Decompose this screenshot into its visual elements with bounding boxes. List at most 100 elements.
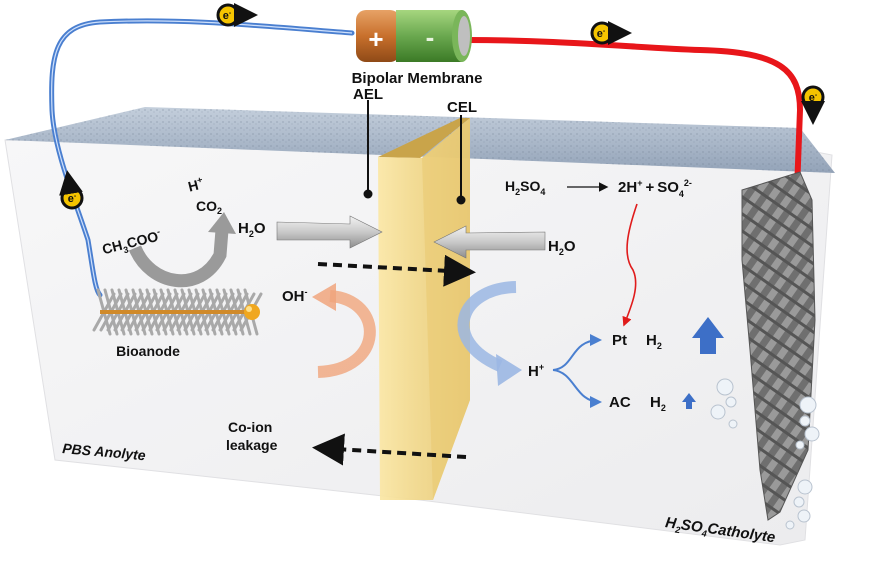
ac-h2-small-arrow bbox=[682, 393, 696, 409]
pt-h2-large-arrow bbox=[692, 317, 724, 354]
acetate-oxidation-arrow bbox=[128, 229, 229, 288]
bioanode-bristle bbox=[148, 310, 162, 332]
bioanode-bristle bbox=[208, 288, 218, 314]
hydroxide-arrowhead bbox=[312, 283, 336, 311]
bioanode-bristle bbox=[127, 310, 141, 332]
electron-marker-top-right: e- bbox=[590, 21, 632, 45]
h-plus-anode-label: H+ bbox=[186, 174, 205, 194]
bioanode-bristle bbox=[96, 288, 106, 314]
ael-label: AEL bbox=[353, 86, 383, 103]
hydrogen-bubble bbox=[797, 479, 813, 495]
coion-leakage-arrow bbox=[312, 433, 467, 466]
battery-negative-symbol: - bbox=[426, 22, 435, 52]
membrane-top-edge bbox=[378, 118, 470, 158]
ac-catalyst-label: AC bbox=[609, 394, 631, 411]
bioanode-label: Bioanode bbox=[116, 343, 180, 359]
hydroxide-curved-arrow bbox=[317, 290, 376, 378]
acetate-oxidation-arrowhead bbox=[208, 212, 236, 234]
electron-marker-cathode-down: e- bbox=[801, 85, 825, 125]
bioanode-bristle bbox=[162, 310, 176, 332]
hydrogen-bubble bbox=[797, 509, 811, 523]
bioanode-bristle bbox=[131, 288, 141, 314]
membrane-side-face bbox=[422, 118, 470, 500]
bioanode-bristle bbox=[103, 288, 113, 314]
svg-text:CH3COO-: CH3COO- bbox=[100, 226, 163, 260]
bipolar-membrane-title: Bipolar Membrane bbox=[352, 70, 483, 87]
proton-arrowhead bbox=[496, 354, 522, 386]
bioanode-bristle bbox=[155, 310, 169, 332]
svg-text:e-: e- bbox=[809, 92, 818, 104]
svg-text:e-: e- bbox=[597, 28, 606, 40]
bioanode-bristle bbox=[211, 310, 225, 332]
hydrogen-bubble bbox=[793, 496, 805, 508]
hydroxide-label: OH- bbox=[282, 287, 308, 305]
bioanode-bristle bbox=[117, 288, 127, 314]
pt-catalyst-label: Pt bbox=[612, 332, 627, 349]
proton-branch-to-pt bbox=[552, 334, 602, 371]
bioanode-bristle bbox=[152, 288, 162, 314]
bioanode-bristle bbox=[201, 288, 211, 314]
water-arrow-cathode-to-membrane bbox=[433, 225, 546, 259]
battery-positive-terminal bbox=[356, 10, 400, 62]
bioanode-bristle bbox=[215, 288, 225, 314]
anode-wire-highlight bbox=[51, 20, 353, 296]
proton-branch-to-ac bbox=[552, 369, 602, 408]
water-label-anode: H2O bbox=[238, 220, 266, 239]
bioanode-bristle bbox=[110, 288, 120, 314]
bioanode-bristle bbox=[236, 288, 246, 314]
bioanode-brush bbox=[92, 288, 263, 336]
water-arrow-anode-to-membrane bbox=[276, 215, 383, 249]
bioanode-bristle bbox=[232, 310, 246, 332]
bioanode-bristle bbox=[218, 310, 232, 332]
svg-text:e-: e- bbox=[223, 10, 232, 22]
bioanode-bristle bbox=[124, 288, 134, 314]
coion-leakage-label-line1: Co-ion bbox=[228, 419, 272, 435]
hydrogen-bubbles bbox=[710, 378, 820, 530]
bioanode-bristle bbox=[173, 288, 183, 314]
battery-positive-symbol: + bbox=[368, 24, 383, 54]
dashed-ion-flux-arrow bbox=[317, 254, 476, 287]
hydrogen-bubble bbox=[710, 404, 726, 420]
cathode-wire bbox=[463, 37, 804, 193]
anolyte-label: PBS Anolyte bbox=[62, 440, 147, 463]
hydrogen-bubble bbox=[799, 396, 817, 414]
bioanode-bristle bbox=[120, 310, 134, 332]
bioanode-bristle bbox=[197, 310, 211, 332]
bioanode-bristle bbox=[187, 288, 197, 314]
battery-negative-contact bbox=[458, 16, 470, 56]
ac-h2-label: H2 bbox=[650, 394, 666, 413]
bioanode-bristle bbox=[138, 288, 148, 314]
bioanode-bristle bbox=[169, 310, 183, 332]
bioanode-bristle bbox=[106, 310, 120, 332]
bioanode-bristle bbox=[222, 288, 232, 314]
hydrogen-bubble bbox=[728, 419, 738, 429]
bioanode-bristle bbox=[166, 288, 176, 314]
coion-leakage-label-line2: leakage bbox=[226, 437, 278, 453]
bioanode-bristle bbox=[229, 288, 239, 314]
h2so4-products: 2H++SO42- bbox=[618, 178, 692, 199]
bioanode-tip bbox=[244, 304, 260, 320]
bioanode-bristle bbox=[99, 310, 113, 332]
h2so4-reactant: H2SO4 bbox=[505, 178, 545, 197]
acetate-label: CH3COO- bbox=[100, 226, 163, 260]
hydrogen-bubble bbox=[785, 520, 795, 530]
battery: + - bbox=[356, 10, 472, 62]
battery-negative-body bbox=[396, 10, 462, 62]
pt-h2-label: H2 bbox=[646, 332, 662, 351]
svg-text:H+: H+ bbox=[186, 174, 205, 194]
proton-curved-arrow bbox=[457, 281, 517, 372]
bioanode-bristle bbox=[190, 310, 204, 332]
electron-marker-anode-up: e- bbox=[59, 170, 84, 210]
proton-to-pt-link bbox=[622, 203, 638, 327]
water-label-cathode: H2O bbox=[548, 238, 576, 257]
cel-label: CEL bbox=[447, 99, 477, 116]
bioanode-bristle bbox=[92, 310, 106, 332]
electron-marker-top-left: e- bbox=[216, 3, 258, 27]
svg-text:e-: e- bbox=[68, 193, 77, 205]
bioanode-bristle bbox=[204, 310, 218, 332]
hydrogen-bubble bbox=[795, 440, 805, 450]
bioanode-bristle bbox=[180, 288, 190, 314]
bioanode-bristle bbox=[225, 310, 239, 332]
bioanode-bristle bbox=[183, 310, 197, 332]
